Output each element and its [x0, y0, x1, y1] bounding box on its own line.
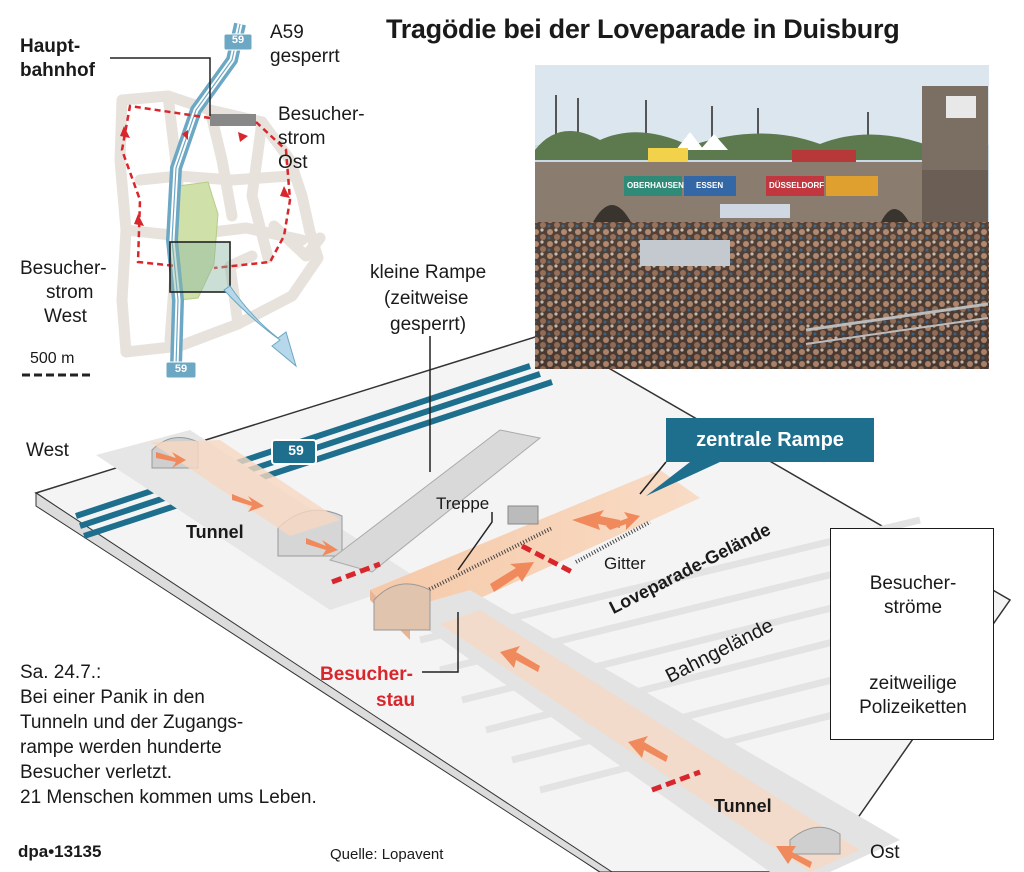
scene-tunnel-top: Tunnel	[186, 522, 244, 542]
map-west-label-1: Besucher-	[20, 258, 107, 279]
map-ost-label-3: Ost	[278, 152, 308, 173]
stairs-label: Treppe	[436, 494, 490, 513]
incident-note: Sa. 24.7.: Bei einer Panik in den Tunnel…	[20, 660, 380, 810]
source-label: Quelle: Lopavent	[330, 846, 444, 863]
map-shield-top: 59	[231, 34, 245, 46]
small-ramp-label-2: (zeitweise	[384, 288, 469, 309]
small-ramp-label-1: kleine Rampe	[370, 262, 487, 283]
legend-flows-label-2: ströme	[883, 597, 943, 618]
legend-police-label-2: Polizeiketten	[859, 697, 967, 718]
congestion-label-1: Besucher-	[320, 664, 413, 685]
scene-tunnel-bottom: Tunnel	[714, 796, 772, 816]
agency-credit: dpa•13135	[18, 842, 102, 861]
central-ramp-callout: zentrale Rampe	[666, 418, 874, 462]
map-ost-label-2: strom	[278, 128, 326, 149]
callout-pointer	[646, 462, 720, 496]
flow-arrows	[156, 452, 812, 868]
map-ost-label-1: Besucher-	[278, 104, 365, 125]
map-a59-label-1: A59	[270, 22, 304, 43]
photo-banner-3: DÜSSELDORF	[769, 181, 825, 190]
highway-shield	[271, 439, 317, 465]
note-line-3: Tunneln und der Zugangs-	[20, 712, 244, 733]
small-ramp	[328, 429, 542, 573]
legend-police-label-1: zeitweilige	[869, 673, 957, 694]
fence-label: Gitter	[604, 554, 646, 573]
map-a59-label-2: gesperrt	[270, 46, 340, 67]
scene-ost-label: Ost	[870, 842, 900, 863]
small-ramp-label-3: gesperrt)	[390, 314, 467, 335]
congestion-label-2: stau	[376, 690, 416, 711]
police-lines	[331, 543, 701, 793]
pointer-lines	[422, 336, 667, 673]
overview-map	[22, 22, 326, 379]
map-scale-label: 500 m	[30, 350, 75, 367]
map-west-label-2: strom	[46, 282, 94, 303]
photo-banner-1: OBERHAUSEN	[627, 181, 684, 190]
scene-west-label: West	[26, 440, 69, 461]
note-line-4: rampe werden hunderte	[20, 737, 222, 758]
note-line-2: Bei einer Panik in den	[20, 687, 205, 708]
page-title: Tragödie bei der Loveparade in Duisburg	[386, 14, 900, 44]
scene-highway-shield: 59	[288, 442, 304, 458]
note-line-1: Sa. 24.7.:	[20, 662, 102, 683]
legend-flows-label-1: Besucher-	[869, 573, 957, 594]
map-shield-bottom: 59	[174, 363, 188, 375]
crowd-photo	[535, 65, 989, 369]
map-west-label-3: West	[44, 306, 87, 327]
map-hbf-label-2: bahnhof	[20, 60, 95, 81]
legend-box: Besucher- ströme zeitweilige Polizeikett…	[830, 528, 994, 740]
map-hbf-label-1: Haupt-	[20, 36, 81, 57]
note-line-6: 21 Menschen kommen ums Leben.	[20, 787, 317, 808]
note-line-5: Besucher verletzt.	[20, 762, 173, 783]
photo-banner-2: ESSEN	[696, 181, 724, 190]
